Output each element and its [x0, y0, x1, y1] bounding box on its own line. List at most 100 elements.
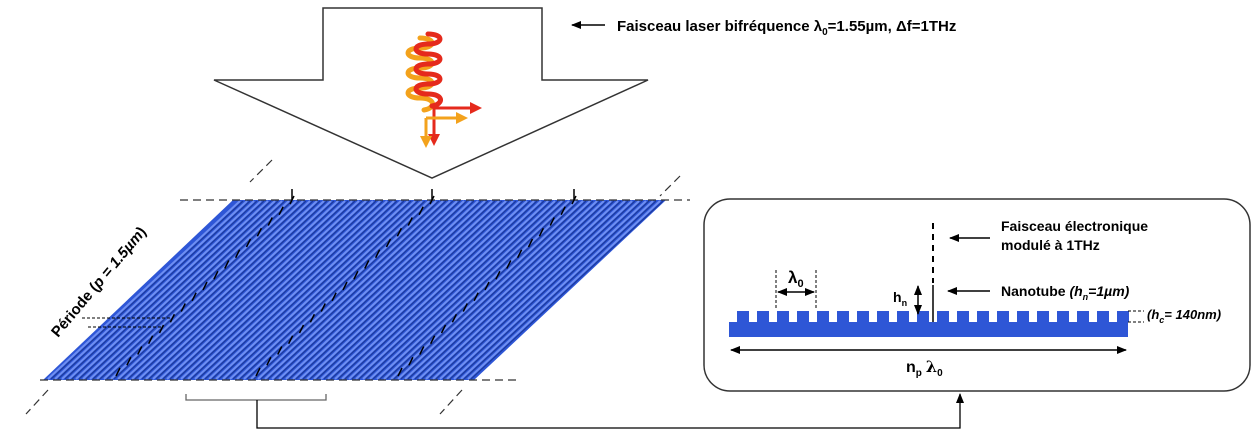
- device-tooth: [957, 311, 969, 322]
- period-tick: [484, 281, 490, 291]
- period-tick: [342, 281, 348, 291]
- grating-stripe-shadow: [463, 200, 657, 380]
- grating-stripe-shadow: [351, 200, 545, 380]
- grating-stripe: [75, 200, 269, 380]
- grating-stripe: [348, 200, 542, 380]
- nanotube-device: [729, 223, 1129, 337]
- grating-stripe: [215, 200, 409, 380]
- period-tick: [277, 346, 283, 355]
- grating-stripe: [460, 200, 654, 380]
- period-tick: [320, 303, 326, 312]
- hn-label: hn: [893, 289, 907, 308]
- grating-stripe: [229, 200, 423, 380]
- grating-stripe-shadow: [92, 200, 286, 380]
- grating-stripe: [145, 200, 339, 380]
- connector-arrow: [256, 393, 964, 429]
- grating-stripe-shadow: [127, 200, 321, 380]
- grating-stripe-shadow: [71, 200, 265, 380]
- grating-stripe: [376, 200, 570, 380]
- period-tick: [137, 346, 143, 355]
- grating-stripe: [117, 200, 311, 380]
- lambda-period-marker: [775, 270, 817, 310]
- period-tick: [115, 367, 121, 377]
- grating-stripe-shadow: [407, 200, 601, 380]
- grating-stripe-shadow: [155, 200, 349, 380]
- grating-stripe-shadow: [64, 200, 258, 380]
- grating-stripe-shadow: [288, 200, 482, 380]
- device-tooth: [1077, 311, 1089, 322]
- grating-stripe: [439, 200, 633, 380]
- grating-stripe-shadow: [141, 200, 335, 380]
- grating-stripe: [411, 200, 605, 380]
- grating-stripe-shadow: [456, 200, 650, 380]
- grating-stripe: [271, 200, 465, 380]
- grating-stripe-shadow: [211, 200, 405, 380]
- device-tooth: [997, 311, 1009, 322]
- period-tick: [560, 206, 566, 216]
- grating-stripe-shadow: [372, 200, 566, 380]
- grating-stripe-shadow: [120, 200, 314, 380]
- grating-stripe-shadow: [344, 200, 538, 380]
- inset-panel: [703, 198, 1251, 392]
- period-tick: [527, 238, 534, 248]
- period-tick: [191, 292, 197, 302]
- period-tick: [278, 206, 284, 216]
- grating-stripe-shadow: [414, 200, 608, 380]
- period-tick: [147, 335, 154, 345]
- grating-stripe-shadow: [57, 200, 251, 380]
- grating-stripe-shadow: [260, 200, 454, 380]
- grating-stripe: [369, 200, 563, 380]
- grating-stripe-shadow: [78, 200, 272, 380]
- grating-stripe-shadow: [274, 200, 468, 380]
- grating-stripe-shadow: [148, 200, 342, 380]
- device-tooth: [977, 311, 989, 322]
- device-tooth: [837, 311, 849, 322]
- period-tick: [353, 270, 359, 280]
- grating-stripe: [362, 200, 556, 380]
- grating-stripe-shadow: [400, 200, 594, 380]
- grating-stripe-shadow: [176, 200, 370, 380]
- grating-stripe: [397, 200, 591, 380]
- grating-stripe-shadow: [169, 200, 363, 380]
- grating-stripe-shadow: [337, 200, 531, 380]
- grating-stripe: [89, 200, 283, 380]
- grating-stripe-shadow: [302, 200, 496, 380]
- grating-stripe-shadow: [316, 200, 510, 380]
- grating-stripe-shadow: [281, 200, 475, 380]
- period-tick: [331, 292, 337, 302]
- period-tick: [462, 303, 468, 312]
- period-tick: [538, 227, 545, 237]
- grating-stripe: [201, 200, 395, 380]
- grating-stripe-shadow: [309, 200, 503, 380]
- grating-stripe: [446, 200, 640, 380]
- period-tick: [429, 335, 436, 345]
- grating-surface: [43, 200, 666, 380]
- period-tick: [473, 292, 479, 302]
- period-tick: [495, 270, 501, 280]
- period-tick: [213, 270, 219, 280]
- period-tick: [266, 356, 272, 366]
- period-tick: [571, 195, 577, 205]
- grating-stripe-shadow: [442, 200, 636, 380]
- grating-stripe-shadow: [323, 200, 517, 380]
- period-tick: [289, 195, 295, 205]
- period-tick: [255, 367, 261, 377]
- grating-stripe-shadow: [197, 200, 391, 380]
- grating-stripe: [54, 200, 248, 380]
- grating-stripe-shadow: [183, 200, 377, 380]
- period-tick: [506, 260, 512, 269]
- period-tick: [396, 227, 403, 237]
- grating-stripe-shadow: [162, 200, 356, 380]
- grating-stripe: [208, 200, 402, 380]
- grating-stripe-shadow: [50, 200, 244, 380]
- period-tick: [374, 249, 381, 259]
- period-tick: [516, 249, 523, 259]
- grating-stripe-shadow: [330, 200, 524, 380]
- grating-stripe: [404, 200, 598, 380]
- period-tick: [202, 281, 208, 291]
- device-tooth: [1017, 311, 1029, 322]
- wave-polarization-icon: [405, 31, 482, 148]
- grating-boundary-lines: [25, 159, 690, 415]
